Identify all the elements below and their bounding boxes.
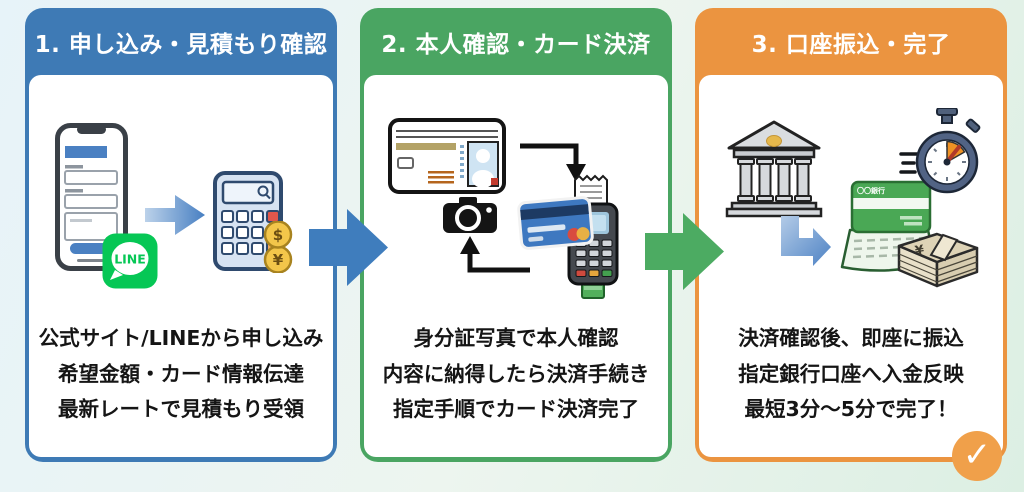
arrow-right-icon — [145, 195, 205, 235]
step-1-line-3: 最新レートで見積もり受領 — [58, 397, 304, 421]
step-2-illustration — [360, 8, 672, 318]
step-2-line-2: 内容に納得したら決済手続き — [382, 361, 650, 386]
step-3-illustration: 〇〇銀行 — [695, 8, 1007, 318]
line-icon: LINE — [102, 233, 158, 289]
step-3-header: 3. 口座振込・完了 — [695, 8, 1007, 75]
step-1-title: 1. 申し込み・見積もり確認 — [34, 31, 328, 58]
line-label: LINE — [114, 252, 146, 267]
connector-arrow-1-icon — [309, 209, 388, 286]
id-card-icon — [388, 118, 506, 194]
cash-stack-icon: ¥ — [897, 232, 979, 288]
step-3-line-1: 決済確認後、即座に振込 — [738, 326, 964, 350]
passbook-label: 〇〇銀行 — [857, 186, 885, 195]
step-2-line-1: 身分証写真で本人確認 — [413, 326, 619, 350]
step-2-description: 身分証写真で本人確認 内容に納得したら決済手続き 指定手順でカード決済完了 — [366, 321, 666, 428]
credit-card-icon — [517, 196, 594, 250]
elbow-arrow-up-icon — [460, 236, 530, 273]
dollar-symbol: $ — [273, 226, 283, 244]
step-1-header: 1. 申し込み・見積もり確認 — [25, 8, 337, 75]
step-card-3: 3. 口座振込・完了 — [695, 8, 1007, 481]
yen-symbol: ¥ — [273, 251, 284, 269]
step-card-2: 2. 本人確認・カード決済 — [360, 8, 672, 462]
coin-yen-icon: ¥ — [263, 245, 293, 273]
check-badge-icon: ✓ — [952, 431, 1002, 481]
step-3-title: 3. 口座振込・完了 — [751, 31, 951, 58]
elbow-arrow-down-icon — [520, 143, 586, 182]
bank-icon — [725, 120, 823, 218]
step-3-description: 決済確認後、即座に振込 指定銀行口座へ入金反映 最短3分〜5分で完了！ — [701, 321, 1001, 428]
step-3-line-3: 最短3分〜5分で完了！ — [744, 397, 958, 421]
stopwatch-icon — [899, 108, 981, 194]
connector-arrow-2-icon — [645, 213, 724, 290]
step-1-line-1: 公式サイト/LINEから申し込み — [38, 326, 324, 350]
camera-icon — [443, 197, 497, 233]
coin-stack-icons: ¥ $ — [263, 221, 293, 273]
step-2-header: 2. 本人確認・カード決済 — [360, 8, 672, 75]
step-2-title: 2. 本人確認・カード決済 — [381, 31, 651, 58]
smartphone-form-icon — [55, 123, 128, 271]
check-mark: ✓ — [962, 435, 992, 475]
step-3-line-2: 指定銀行口座へ入金反映 — [738, 361, 964, 386]
elbow-arrow-right-icon — [781, 216, 831, 266]
step-card-1: 1. 申し込み・見積もり確認 — [25, 8, 337, 462]
step-1-line-2: 希望金額・カード情報伝達 — [58, 361, 304, 386]
coin-dollar-icon: $ — [263, 221, 293, 249]
step-1-illustration: LINE — [25, 8, 337, 318]
step-1-description: 公式サイト/LINEから申し込み 希望金額・カード情報伝達 最新レートで見積もり… — [31, 321, 331, 428]
step-2-line-3: 指定手順でカード決済完了 — [393, 397, 639, 421]
cash-currency-mark: ¥ — [914, 243, 926, 259]
payment-terminal-icon — [567, 174, 619, 299]
